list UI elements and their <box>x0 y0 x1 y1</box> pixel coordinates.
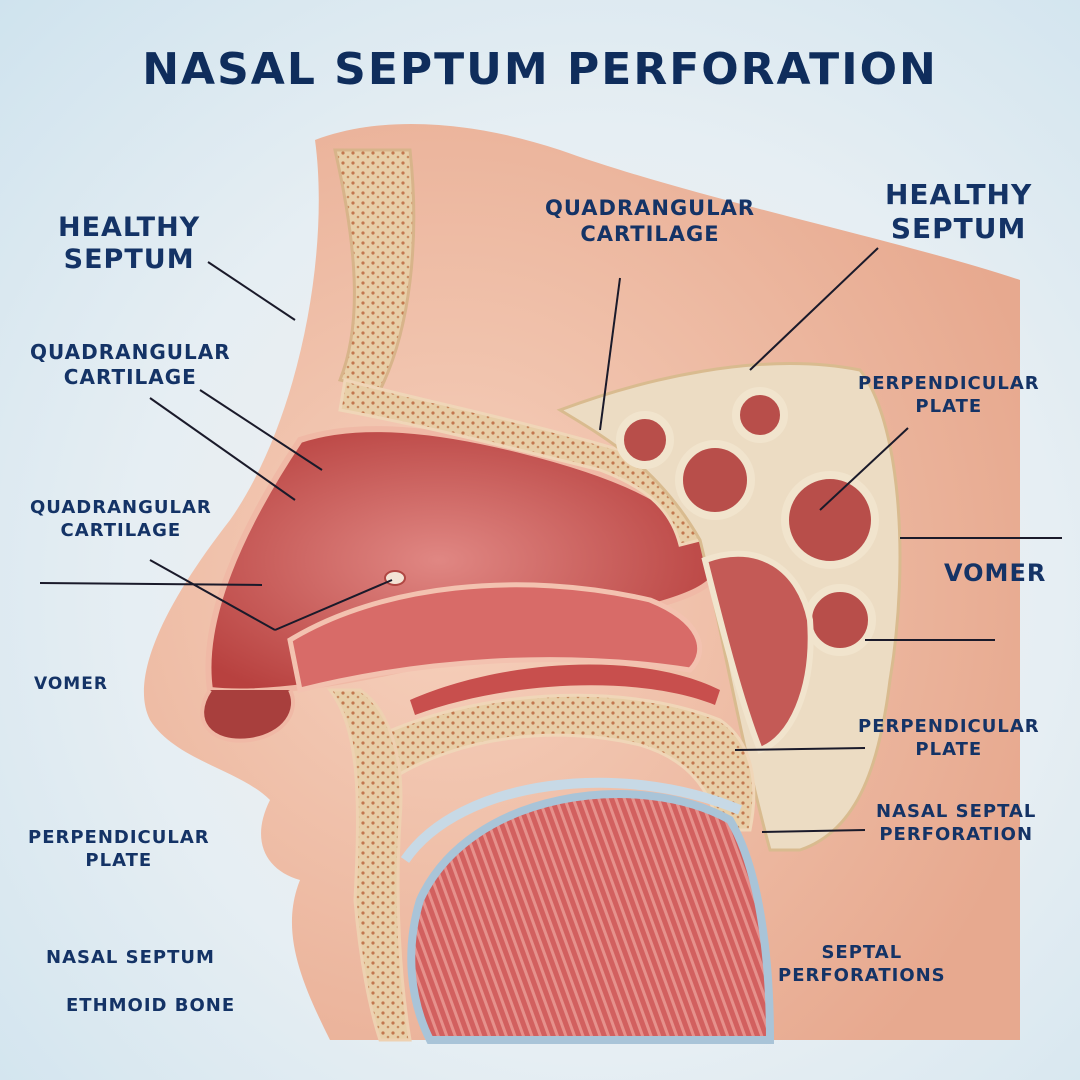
label-line: HEALTHY <box>885 178 1033 211</box>
label-line: CARTILAGE <box>60 519 182 541</box>
label-quadrangular-top: QUADRANGULAR CARTILAGE <box>545 195 755 248</box>
page-title: NASAL SEPTUM PERFORATION <box>142 44 938 95</box>
maxilla-column <box>327 688 412 1042</box>
label-line: ETHMOID BONE <box>66 995 236 1016</box>
label-line: SEPTUM <box>890 211 1027 245</box>
label-line: SEPTAL <box>821 942 903 963</box>
leader-quadrangular-top <box>599 277 621 431</box>
leader-perpendicular-right-2 <box>734 747 866 751</box>
leader-septal-perf-right <box>761 829 866 833</box>
leader-vomer-left <box>39 582 263 586</box>
label-line: HEALTHY <box>58 212 201 243</box>
turbinate <box>287 582 702 694</box>
label-quadrangular-left-2: QUADRANGULAR CARTILAGE <box>30 497 212 542</box>
label-nasal-septal-perforation: NASAL SEPTAL PERFORATION <box>876 801 1036 846</box>
sinus-cell-1 <box>616 411 674 469</box>
nasal-passage <box>410 664 720 715</box>
label-line: PERFORATIONS <box>778 964 946 986</box>
label-perpendicular-left: PERPENDICULAR PLATE <box>28 827 210 872</box>
leader-healthy-septum-right <box>749 247 879 371</box>
leader-lines <box>39 247 1062 833</box>
label-line: PERPENDICULAR <box>858 373 1040 394</box>
leader-quadrangular-left-2 <box>149 559 276 631</box>
label-healthy-septum-right: HEALTHY SEPTUM <box>885 178 1032 245</box>
label-line: PLATE <box>85 849 153 871</box>
label-line: PERPENDICULAR <box>858 716 1040 737</box>
nostril <box>200 688 296 743</box>
label-line: PERFORATION <box>879 823 1034 845</box>
label-vomer-right: VOMER <box>944 558 1046 588</box>
label-line: NASAL SEPTAL <box>876 801 1037 822</box>
label-line: PERPENDICULAR <box>28 827 210 848</box>
leader-perforation <box>274 579 393 631</box>
label-line: QUADRANGULAR <box>30 340 231 364</box>
label-healthy-septum-left: HEALTHY SEPTUM <box>58 212 200 277</box>
label-line: SEPTUM <box>63 244 195 276</box>
sinus-cell-3 <box>732 387 788 443</box>
label-vomer-left: VOMER <box>34 674 108 695</box>
label-ethmoid-bone: ETHMOID BONE <box>66 995 235 1018</box>
label-line: PLATE <box>915 395 983 417</box>
palate-membrane <box>400 777 742 863</box>
sinus-cell-5 <box>804 584 876 656</box>
label-line: QUADRANGULAR <box>545 196 756 220</box>
leader-healthy-septum-left <box>207 261 296 321</box>
hard-palate <box>367 693 756 832</box>
label-septal-perforations: SEPTAL PERFORATIONS <box>778 942 946 987</box>
label-line: QUADRANGULAR <box>30 497 212 518</box>
leader-quadrangular-left-1a <box>199 389 323 471</box>
leader-perpendicular-right-1 <box>819 427 909 511</box>
label-quadrangular-left-1: QUADRANGULAR CARTILAGE <box>30 340 231 390</box>
sinus-cell-4 <box>781 471 879 569</box>
label-line: PLATE <box>915 738 983 760</box>
label-perpendicular-right-2: PERPENDICULAR PLATE <box>858 716 1040 761</box>
sinus-cell-2 <box>675 440 755 520</box>
label-perpendicular-right-1: PERPENDICULAR PLATE <box>858 373 1040 418</box>
perforation-hole <box>384 570 406 586</box>
label-line: VOMER <box>34 674 108 694</box>
nasal-bridge <box>338 378 702 547</box>
label-line: NASAL SEPTUM <box>46 947 215 968</box>
sinus-lower-cavity <box>701 550 814 754</box>
leader-quadrangular-left-1b <box>149 397 296 501</box>
label-nasal-septum: NASAL SEPTUM <box>46 947 215 970</box>
label-line: CARTILAGE <box>580 222 720 247</box>
label-line: VOMER <box>944 559 1047 587</box>
tongue <box>407 790 775 1044</box>
label-line: CARTILAGE <box>63 365 197 389</box>
